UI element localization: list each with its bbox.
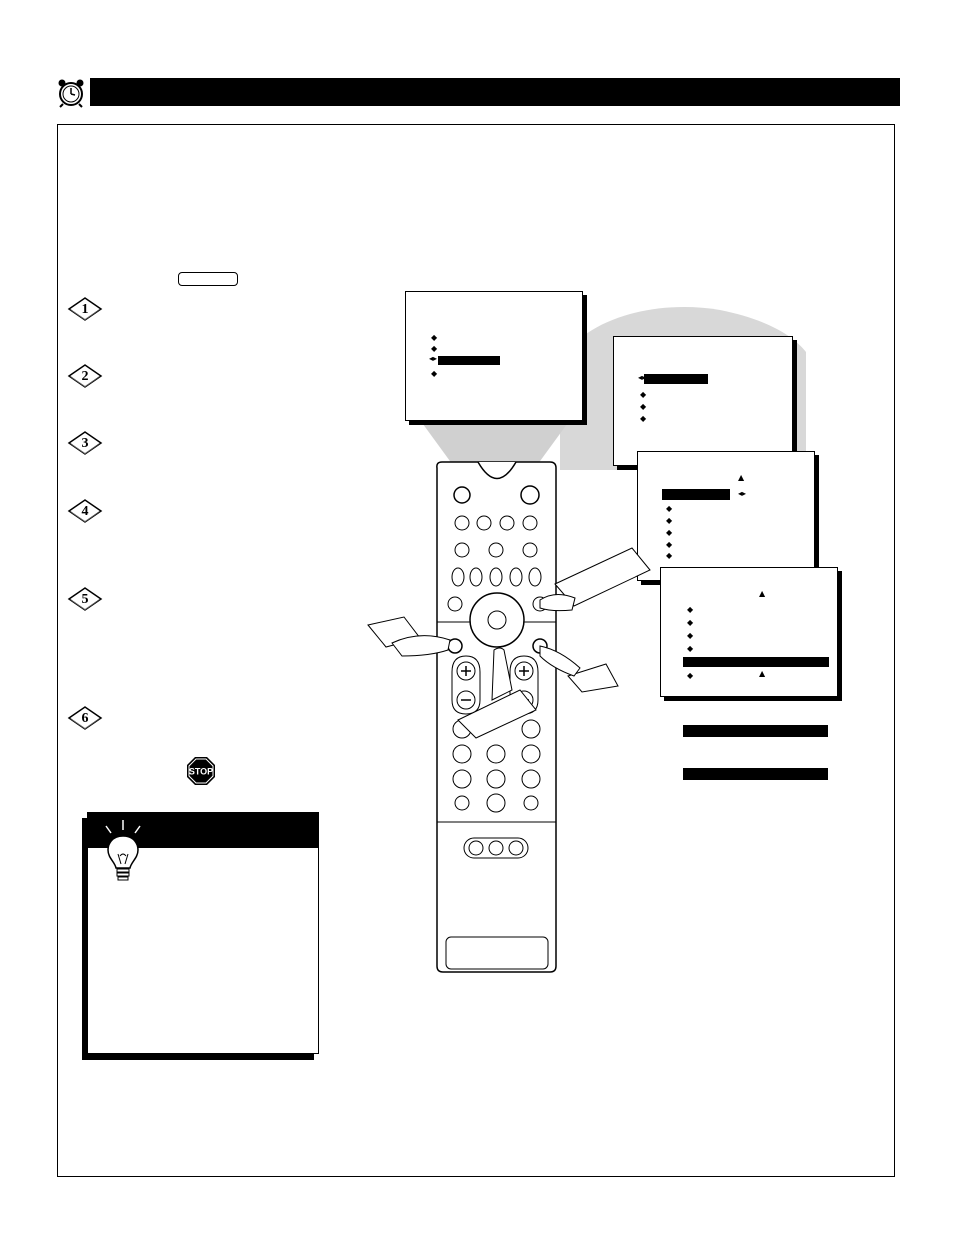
menu-screen-3: ▲ ◂▸ ◆ ◆ ◆ ◆ ◆ xyxy=(637,451,815,581)
step-number: 3 xyxy=(82,436,89,451)
step-5-badge: 5 xyxy=(66,587,104,611)
step-number: 4 xyxy=(82,504,89,519)
remote-control-icon xyxy=(300,420,660,980)
menu-screen-1: ◆ ◆ ◂▸ ◆ xyxy=(405,291,583,421)
remote-key-pill xyxy=(178,272,238,286)
step-2-badge: 2 xyxy=(66,364,104,388)
menu-highlight xyxy=(644,374,708,384)
stop-icon-label: STOP xyxy=(189,767,213,777)
screen-projection xyxy=(420,420,570,468)
step-number: 1 xyxy=(82,302,89,317)
step-1-badge: 1 xyxy=(66,297,104,321)
menu-highlight xyxy=(683,657,829,667)
step-3-badge: 3 xyxy=(66,431,104,455)
stop-icon: STOP xyxy=(186,756,216,786)
step-6-badge: 6 xyxy=(66,706,104,730)
menu-strip-1 xyxy=(683,725,828,737)
step-number: 5 xyxy=(82,592,89,607)
menu-highlight xyxy=(438,356,500,365)
menu-strip-2 xyxy=(683,768,828,780)
menu-highlight xyxy=(662,489,730,500)
lightbulb-icon xyxy=(92,818,154,884)
header-bar xyxy=(90,78,900,106)
step-number: 6 xyxy=(82,711,89,726)
step-4-badge: 4 xyxy=(66,499,104,523)
step-number: 2 xyxy=(82,369,89,384)
content-frame xyxy=(57,124,895,1177)
menu-screen-4: ▲ ◆ ◆ ◆ ◆ ◆ ▲ xyxy=(660,567,838,697)
menu-screen-2: ◂▸ ◆ ◆ ◆ xyxy=(613,336,793,466)
alarm-clock-icon xyxy=(55,76,87,108)
